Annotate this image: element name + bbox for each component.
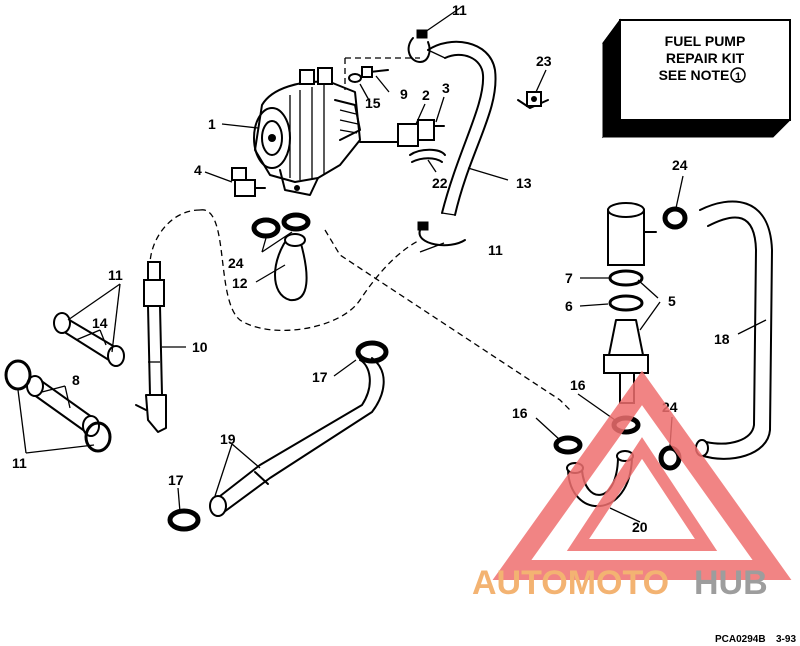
callout-3: 3 [442, 80, 450, 96]
callout-4: 4 [194, 162, 202, 178]
hose-19 [209, 357, 385, 517]
repair-kit-box: FUEL PUMP REPAIR KIT SEE NOTE 1 [601, 18, 792, 139]
fuel-line-10 [135, 261, 167, 433]
o-ring-7 [608, 269, 644, 287]
check-valve [231, 167, 266, 197]
pump-fitting-top [299, 69, 315, 85]
callout-17-a: 17 [312, 369, 328, 385]
drawing-code: PCA0294B 3-93 [715, 634, 796, 645]
fitting-23 [517, 91, 549, 109]
callout-16-a: 16 [570, 377, 586, 393]
clamps-24-left [251, 212, 311, 239]
callout-18: 18 [714, 331, 730, 347]
hose-outline [199, 209, 421, 332]
hose-13 [427, 40, 497, 216]
fuel-pump [253, 67, 361, 196]
kit-line-3: SEE NOTE [659, 67, 730, 83]
callout-11-a: 11 [108, 267, 123, 283]
callout-19: 19 [220, 431, 236, 447]
watermark-triangle-outer [492, 370, 792, 580]
callout-11-b: 11 [488, 242, 503, 258]
clamp-17-top [355, 340, 389, 364]
kit-line-2: REPAIR KIT [666, 50, 745, 66]
clamps-11-left [4, 359, 112, 453]
callout-13: 13 [516, 175, 532, 191]
callout-16-b: 16 [512, 405, 528, 421]
callout-7: 7 [565, 270, 573, 286]
callout-11-c: 11 [12, 455, 27, 471]
note-number: 1 [735, 71, 741, 83]
clamp-11-mid [417, 221, 466, 247]
watermark-text-secondary: HUB [694, 564, 768, 602]
screw-washer [348, 66, 389, 83]
drawing-code-id: PCA0294B [715, 634, 766, 645]
drawing-code-date: 3-93 [776, 634, 796, 645]
callout-23: 23 [536, 53, 552, 69]
clamp-22 [409, 148, 446, 163]
callout-15: 15 [365, 95, 381, 111]
callout-1: 1 [208, 116, 216, 132]
clamp-16-left [553, 435, 583, 455]
callout-labels: 1 2 3 4 5 6 7 8 9 10 11 11 11 11 11 12 1… [12, 2, 730, 535]
watermark: AUTOMOTO HUB [472, 370, 792, 602]
callout-12: 12 [232, 275, 248, 291]
callout-6: 6 [565, 298, 573, 314]
gasket-6 [608, 294, 644, 312]
hose-18 [695, 200, 773, 460]
connector-8 [26, 375, 100, 437]
note-circle [730, 67, 746, 83]
callout-11-d: 11 [452, 2, 467, 18]
watermark-triangle-inner [566, 437, 718, 551]
callout-5: 5 [668, 293, 676, 309]
fitting-elbow [359, 119, 445, 147]
hose-12 [274, 233, 308, 302]
kit-line-1: FUEL PUMP [665, 33, 746, 49]
callout-24-a: 24 [228, 255, 244, 271]
callout-17-b: 17 [168, 472, 184, 488]
clamp-24-bottom-right [658, 445, 682, 471]
connector-14 [53, 312, 125, 367]
watermark-text-primary: AUTOMOTO [472, 564, 669, 602]
clamp-24-top-right [662, 206, 688, 230]
fuel-filter [603, 202, 657, 404]
callout-9: 9 [400, 86, 408, 102]
callout-8: 8 [72, 372, 80, 388]
callout-2: 2 [422, 87, 430, 103]
clamp-17-bottom [167, 508, 201, 532]
clamp-11-top [407, 29, 431, 63]
callout-22: 22 [432, 175, 448, 191]
callout-14: 14 [92, 315, 108, 331]
callout-20: 20 [632, 519, 648, 535]
callout-24-b: 24 [672, 157, 688, 173]
callout-10: 10 [192, 339, 208, 355]
